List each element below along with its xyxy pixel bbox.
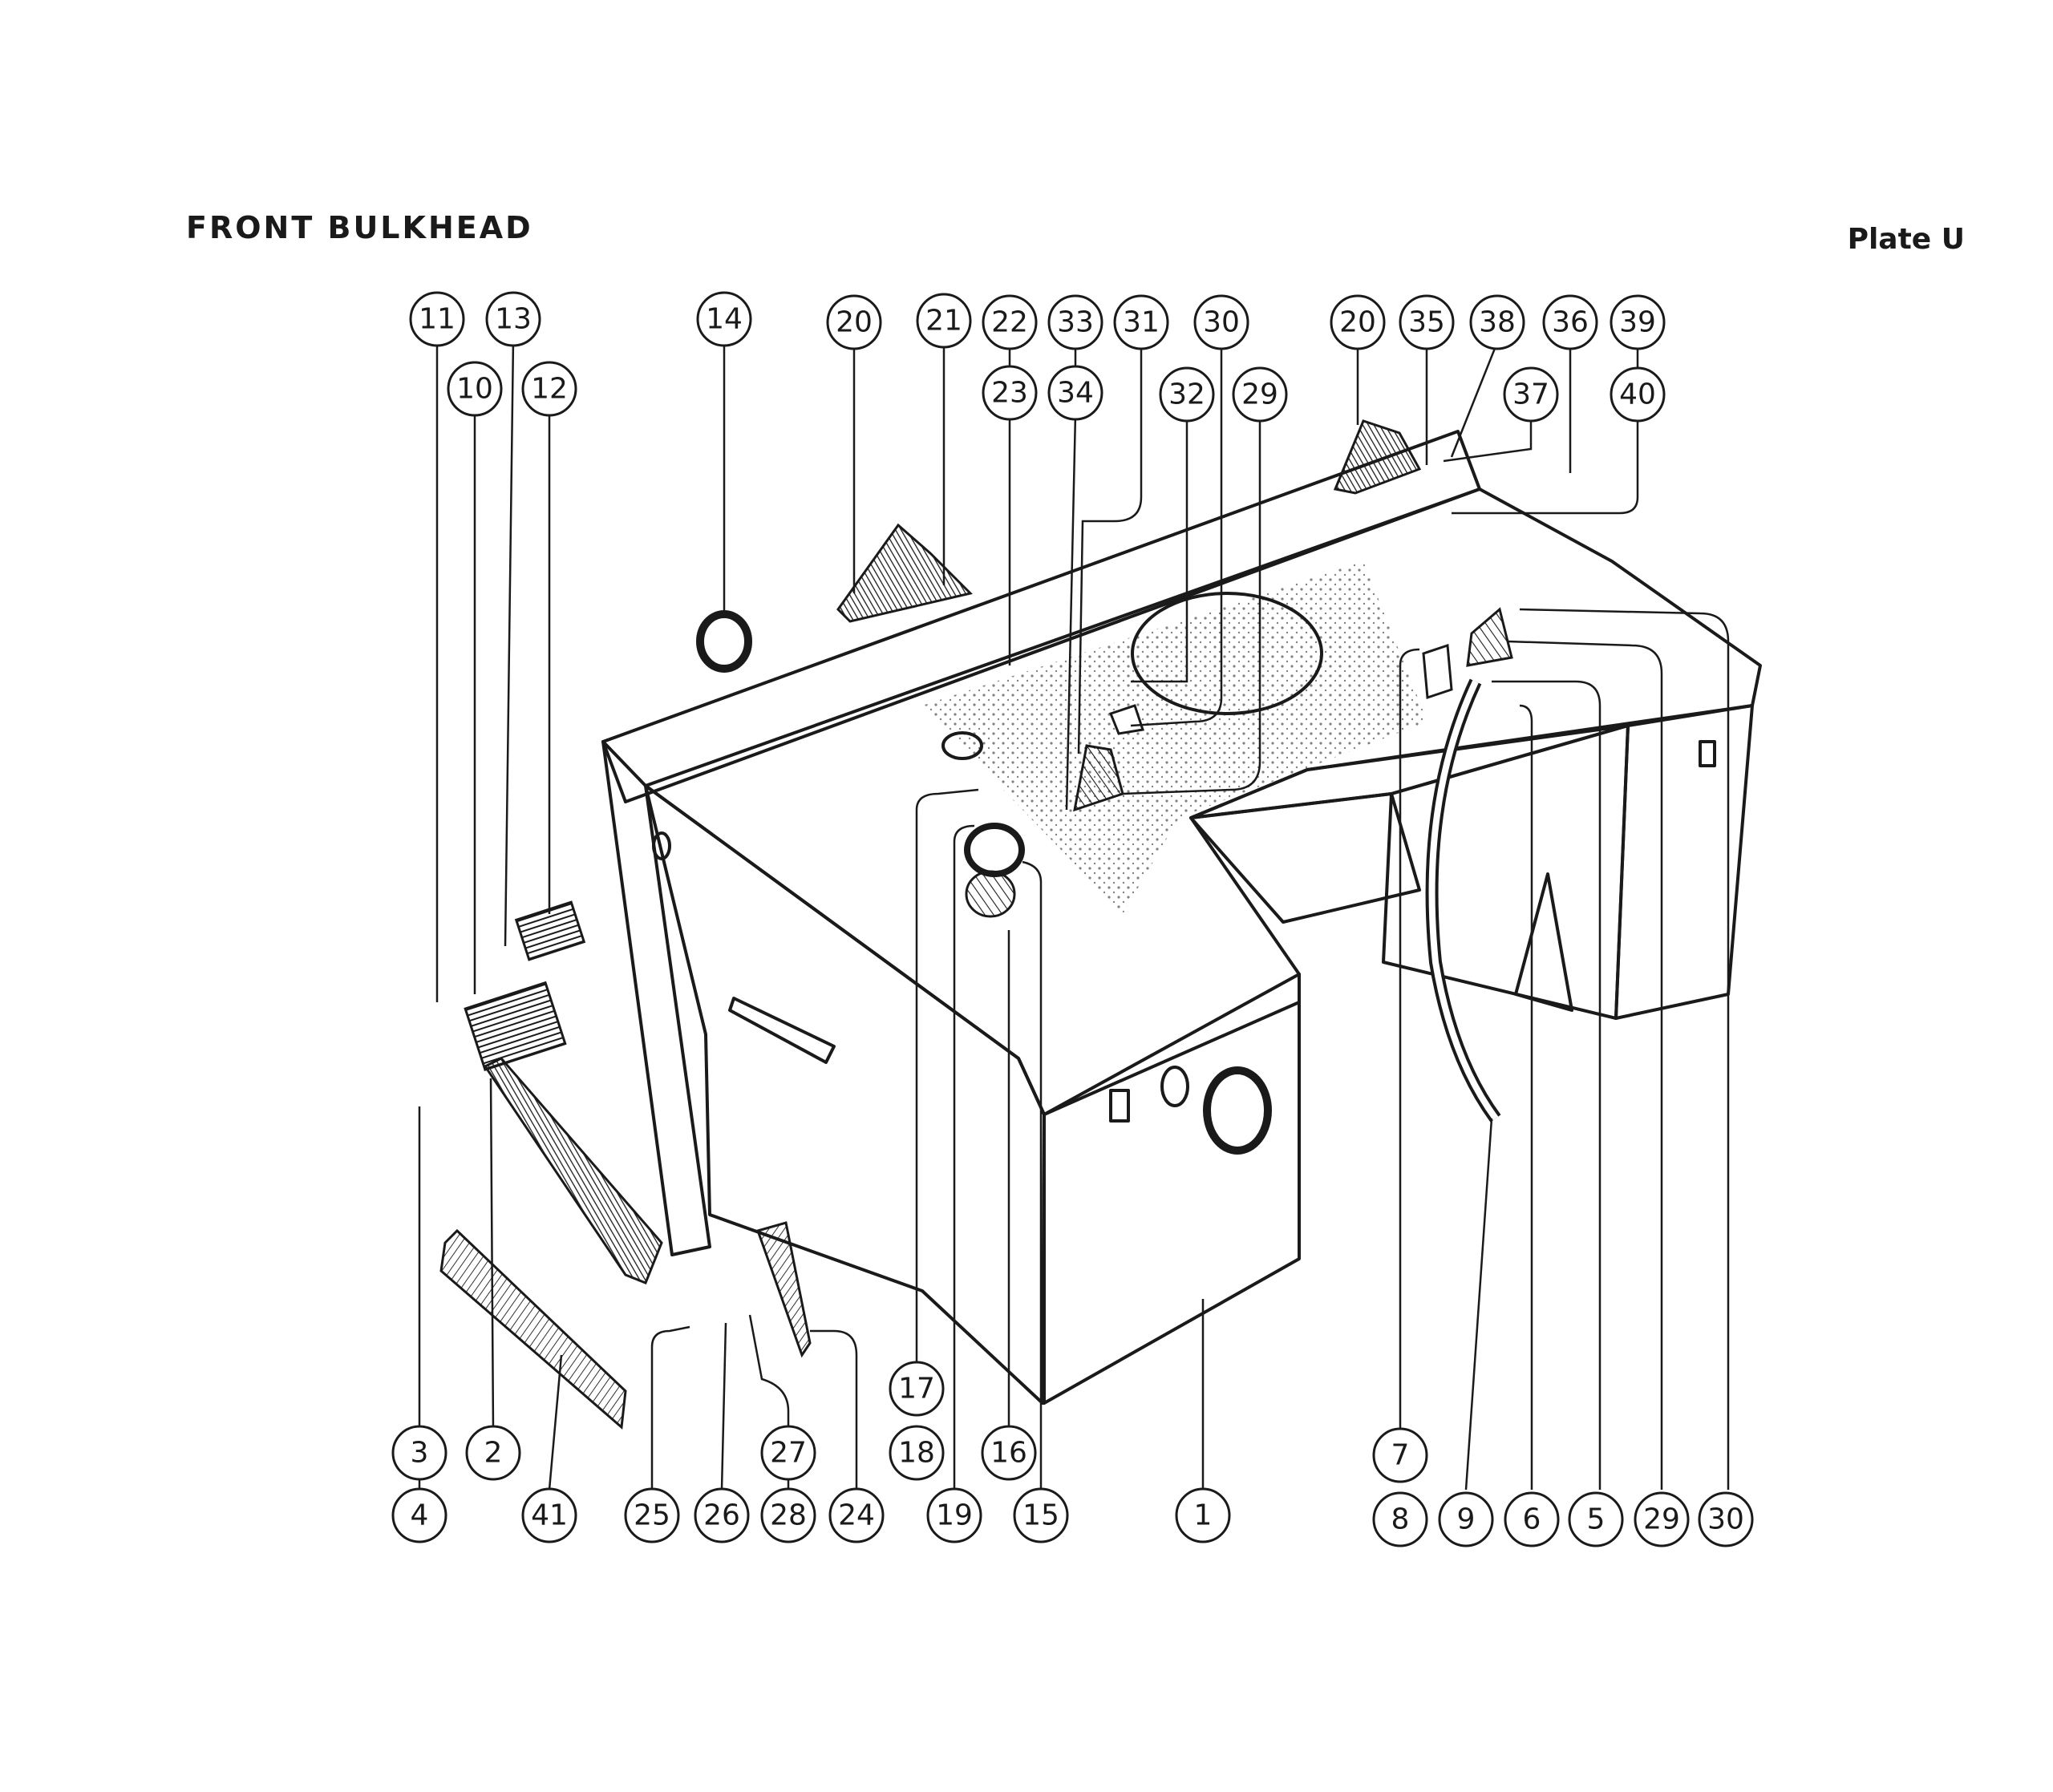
callout-2: 2 (465, 1425, 521, 1481)
callout-41: 41 (521, 1487, 577, 1543)
callout-35: 35 (1399, 294, 1455, 350)
svg-text:30: 30 (1707, 1503, 1744, 1536)
callout-4: 4 (391, 1487, 447, 1543)
callout-19: 19 (926, 1487, 982, 1543)
callout-7: 7 (1372, 1427, 1428, 1483)
svg-text:37: 37 (1512, 378, 1549, 411)
svg-text:6: 6 (1523, 1503, 1541, 1536)
callout-30: 30 (1193, 294, 1249, 350)
callout-9: 9 (1438, 1491, 1494, 1547)
callout-39: 39 (1610, 294, 1666, 350)
svg-text:16: 16 (990, 1437, 1027, 1470)
svg-text:12: 12 (531, 373, 568, 406)
svg-text:5: 5 (1587, 1503, 1606, 1536)
callout-40: 40 (1610, 366, 1666, 423)
svg-text:32: 32 (1168, 378, 1205, 411)
svg-text:22: 22 (991, 306, 1028, 339)
svg-text:24: 24 (838, 1499, 875, 1532)
svg-text:1: 1 (1194, 1499, 1213, 1532)
leader-lines (418, 338, 1730, 1507)
svg-text:18: 18 (898, 1437, 935, 1470)
callout-14: 14 (696, 291, 752, 347)
callout-12: 12 (521, 361, 577, 417)
svg-text:13: 13 (495, 303, 532, 336)
svg-text:17: 17 (898, 1373, 935, 1406)
svg-text:15: 15 (1022, 1499, 1059, 1532)
svg-text:9: 9 (1457, 1503, 1476, 1536)
callout-11: 11 (409, 291, 465, 347)
svg-text:21: 21 (925, 305, 962, 338)
svg-text:29: 29 (1241, 378, 1278, 411)
callout-30b: 30 (1698, 1491, 1754, 1547)
callout-33: 33 (1047, 294, 1103, 350)
callout-26: 26 (694, 1487, 750, 1543)
svg-text:33: 33 (1057, 306, 1094, 339)
svg-text:26: 26 (703, 1499, 740, 1532)
svg-text:3: 3 (411, 1437, 429, 1470)
callout-29b: 29 (1634, 1491, 1690, 1547)
callout-6: 6 (1504, 1491, 1560, 1547)
callout-27: 27 (760, 1425, 816, 1481)
page-title: FRONT BULKHEAD (186, 210, 533, 245)
callout-18: 18 (889, 1425, 945, 1481)
callout-38: 38 (1469, 294, 1525, 350)
callout-16: 16 (981, 1425, 1037, 1481)
svg-text:20: 20 (1339, 306, 1376, 339)
grommet-part (696, 610, 752, 673)
callout-36: 36 (1542, 294, 1598, 350)
callout-32: 32 (1159, 366, 1215, 423)
callout-34: 34 (1047, 365, 1103, 421)
svg-text:27: 27 (770, 1437, 807, 1470)
callout-29: 29 (1232, 366, 1288, 423)
loose-parts (439, 419, 1513, 1430)
svg-text:39: 39 (1619, 306, 1656, 339)
callout-3: 3 (391, 1425, 447, 1481)
callout-13: 13 (485, 291, 541, 347)
svg-text:11: 11 (419, 303, 456, 336)
svg-text:20: 20 (836, 306, 873, 339)
svg-text:36: 36 (1552, 306, 1589, 339)
callout-31: 31 (1113, 294, 1169, 350)
svg-text:8: 8 (1391, 1503, 1410, 1536)
bulkhead-body (601, 430, 1762, 1405)
svg-text:34: 34 (1057, 377, 1094, 410)
svg-text:30: 30 (1203, 306, 1240, 339)
callout-28: 28 (760, 1487, 816, 1543)
callout-10: 10 (447, 361, 503, 417)
callout-20b: 20 (1330, 294, 1386, 350)
callout-37: 37 (1503, 366, 1559, 423)
callout-24: 24 (828, 1487, 885, 1543)
callout-21: 21 (916, 293, 972, 349)
callout-15: 15 (1013, 1487, 1069, 1543)
svg-text:41: 41 (531, 1499, 568, 1532)
callout-17: 17 (889, 1361, 945, 1417)
svg-text:25: 25 (634, 1499, 670, 1532)
callout-1: 1 (1175, 1487, 1231, 1543)
svg-text:40: 40 (1619, 378, 1656, 411)
callout-20: 20 (826, 294, 882, 350)
callout-22: 22 (982, 294, 1038, 350)
svg-text:14: 14 (706, 303, 743, 336)
svg-text:4: 4 (411, 1499, 429, 1532)
svg-text:2: 2 (484, 1437, 503, 1470)
svg-text:35: 35 (1408, 306, 1445, 339)
svg-text:28: 28 (770, 1499, 807, 1532)
svg-text:10: 10 (456, 373, 493, 406)
callout-25: 25 (624, 1487, 680, 1543)
svg-text:31: 31 (1123, 306, 1160, 339)
svg-text:23: 23 (991, 377, 1028, 410)
svg-text:29: 29 (1643, 1503, 1680, 1536)
svg-text:7: 7 (1391, 1439, 1410, 1472)
callout-23: 23 (982, 365, 1038, 421)
plate-label: Plate U (1847, 223, 1965, 256)
callout-8: 8 (1372, 1491, 1428, 1547)
callout-5: 5 (1568, 1491, 1624, 1547)
svg-text:19: 19 (936, 1499, 973, 1532)
svg-text:38: 38 (1479, 306, 1516, 339)
